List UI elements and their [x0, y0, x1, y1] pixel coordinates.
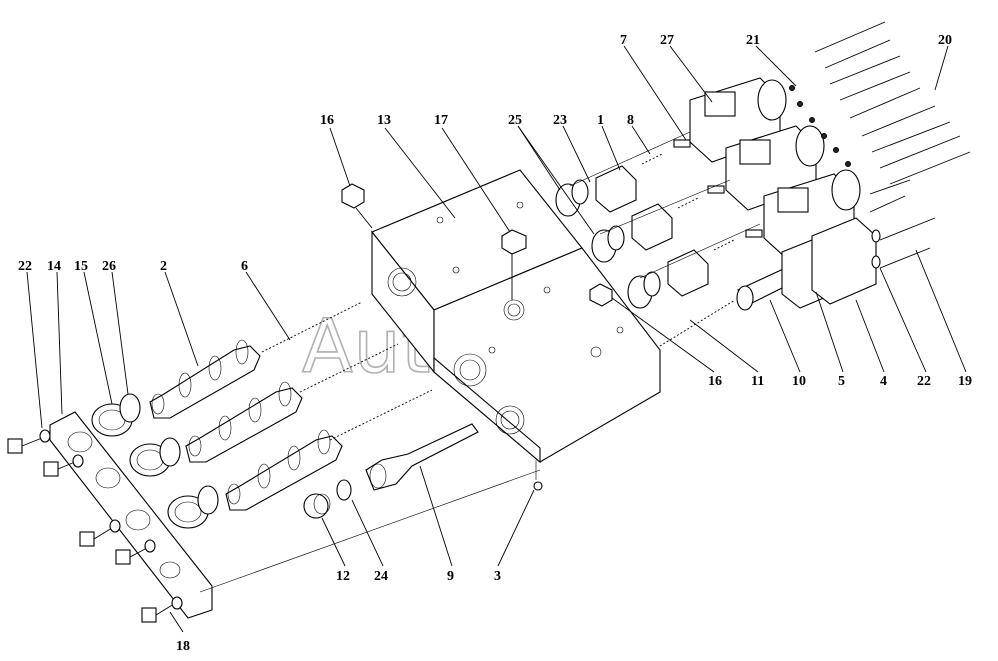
callout-24: 24: [374, 569, 388, 584]
callout-20: 20: [938, 33, 952, 48]
callout-3: 3: [494, 569, 501, 584]
callout-7: 7: [620, 33, 627, 48]
callout-numbers: 7 27 21 20 16 13 17 25 23 1 8 22 14 15 2…: [18, 33, 972, 654]
callout-6: 6: [241, 259, 248, 274]
callout-1: 1: [597, 113, 604, 128]
callout-15: 15: [74, 259, 88, 274]
callout-23: 23: [553, 113, 567, 128]
cover-plate: [49, 411, 213, 619]
callout-13: 13: [377, 113, 391, 128]
callout-26: 26: [102, 259, 116, 274]
plug-17: [501, 229, 527, 300]
end-block-assembly: [781, 179, 936, 309]
plug-16-top: [341, 183, 373, 229]
ball-3: [533, 481, 543, 491]
callout-22-left: 22: [18, 259, 32, 274]
callout-27: 27: [660, 33, 674, 48]
callout-25: 25: [508, 113, 522, 128]
callout-4: 4: [880, 374, 887, 389]
callout-21: 21: [746, 33, 760, 48]
callout-11: 11: [751, 374, 764, 389]
valve-body: [371, 169, 661, 464]
callout-12: 12: [336, 569, 350, 584]
callout-8: 8: [627, 113, 634, 128]
callout-2: 2: [160, 259, 167, 274]
callout-17: 17: [434, 113, 448, 128]
callout-16-right: 16: [708, 374, 722, 389]
leader-lines: [26, 45, 967, 633]
callout-19: 19: [958, 374, 972, 389]
seats-and-orings: [555, 165, 709, 309]
plunger-assembly: [303, 423, 479, 519]
spools: [149, 339, 343, 511]
callout-5: 5: [838, 374, 845, 389]
callout-14: 14: [47, 259, 61, 274]
long-bolts-and-washers: [789, 21, 971, 185]
cover-bolts: [7, 429, 183, 623]
callout-18: 18: [176, 639, 190, 654]
callout-22-right: 22: [917, 374, 931, 389]
callout-10: 10: [792, 374, 806, 389]
assembly-centerlines: [199, 131, 761, 593]
callout-9: 9: [447, 569, 454, 584]
callout-16-top: 16: [320, 113, 334, 128]
springs-6: [261, 301, 433, 441]
cups-and-seals: [91, 393, 219, 529]
